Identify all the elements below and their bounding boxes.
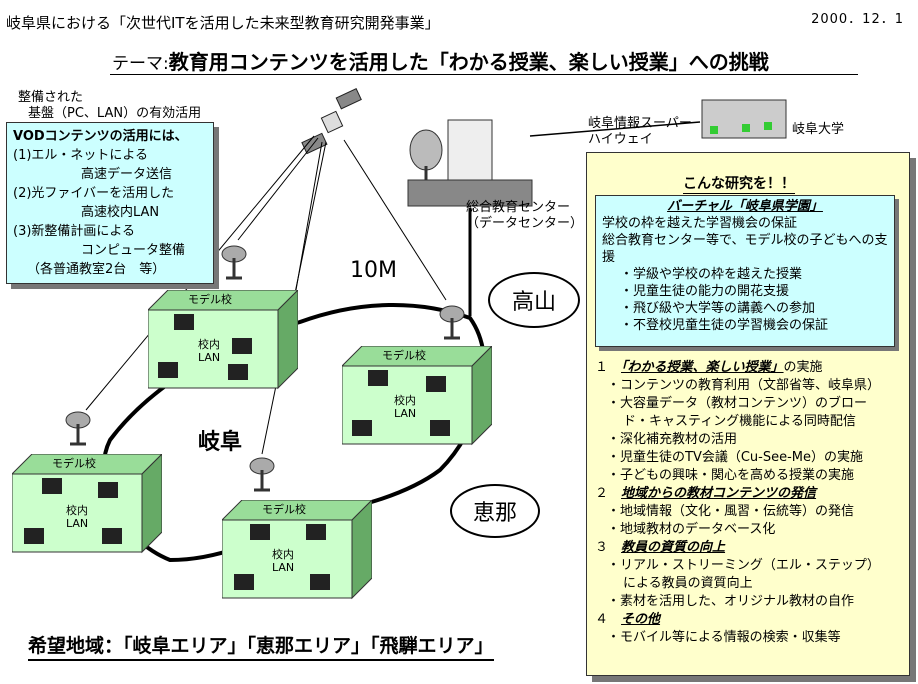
- center-label: 総合教育センター （データセンター）: [466, 200, 583, 232]
- section-item: ・素材を活用した、オリジナル教材の自作: [607, 594, 855, 609]
- section-item: ・コンテンツの教育利用（文部省等、岐阜県）: [607, 378, 881, 393]
- section-title-text: その他: [621, 612, 661, 627]
- superhighway-label-line: ハイウェイ: [588, 132, 653, 147]
- vod-line: (2)光ファイバーを活用した: [13, 186, 175, 201]
- virtual-title: バーチャル「岐阜県学園」: [667, 199, 823, 214]
- vod-line: 高速データ送信: [81, 167, 173, 182]
- theme-underline: [110, 74, 858, 75]
- section-num: ４: [595, 612, 609, 627]
- vod-box: VODコンテンツの活用には、 (1)エル・ネットによる 高速データ送信 (2)光…: [6, 122, 214, 284]
- infra-note-line: 整備された: [18, 90, 84, 105]
- section-item: ・児童生徒のTV会議（Cu-See-Me）の実施: [607, 450, 863, 465]
- region-takayama: 高山: [488, 272, 580, 328]
- header-title: 岐阜県における「次世代ITを活用した未来型教育研究開発事業」: [6, 14, 440, 32]
- theme-lead: テーマ:: [112, 54, 169, 74]
- school-label: モデル校: [382, 349, 426, 362]
- university-icon: [701, 99, 787, 139]
- virtual-school-box: バーチャル「岐阜県学園」 学校の枠を越えた学習機会の保証 総合教育センター等で、…: [595, 195, 895, 347]
- section-title-suffix: の実施: [783, 360, 823, 375]
- virtual-bullet: ・児童生徒の能力の開花支援: [620, 284, 790, 299]
- section-title-text: 教員の資質の向上: [621, 540, 726, 555]
- section-item: ・地域情報（文化・風習・伝統等）の発信: [607, 504, 855, 519]
- theme-title: テーマ:教育用コンテンツを活用した「わかる授業、楽しい授業」への挑戦: [112, 46, 769, 75]
- section-num: ２: [595, 486, 609, 501]
- section-title-text: 地域からの教材コンテンツの発信: [621, 486, 817, 501]
- lan-label-line: 校内: [272, 548, 294, 561]
- center-label-line: 総合教育センター: [466, 200, 571, 215]
- vod-line: 高速校内LAN: [81, 205, 160, 220]
- infra-note: 整備された 基盤（PC、LAN）の有効活用: [18, 90, 201, 122]
- section-title: ２ 地域からの教材コンテンツの発信: [595, 485, 905, 503]
- section-item: ・地域教材のデータベース化: [607, 522, 776, 537]
- lan-label-line: LAN: [272, 561, 295, 574]
- hope-areas: 希望地域：「岐阜エリア」「恵那エリア」「飛騨エリア」: [28, 631, 494, 661]
- dish-icon: [439, 305, 465, 340]
- section-item: ド・キャスティング機能による同時配信: [623, 414, 856, 429]
- vod-line: VODコンテンツの活用には、: [13, 129, 188, 144]
- school-label: モデル校: [262, 503, 306, 516]
- vod-line: (3)新整備計画による: [13, 224, 136, 239]
- research-heading: こんな研究を！！: [683, 173, 795, 194]
- lan-label-line: 校内: [66, 504, 88, 517]
- region-gifu: 岐阜: [198, 430, 243, 455]
- school-label: モデル校: [188, 293, 232, 306]
- lan-label-line: LAN: [198, 351, 221, 364]
- virtual-line: 学校の枠を越えた学習機会の保証: [602, 216, 798, 231]
- theme-text: 教育用コンテンツを活用した「わかる授業、楽しい授業」への挑戦: [168, 50, 769, 74]
- satellite-icon: [301, 87, 362, 155]
- lan-label-line: 校内: [394, 394, 416, 407]
- section-item: ・子どもの興味・関心を高める授業の実施: [607, 468, 855, 483]
- dish-icon: [65, 411, 91, 446]
- bandwidth-label: 10M: [350, 258, 397, 283]
- research-box: こんな研究を！！ バーチャル「岐阜県学園」 学校の枠を越えた学習機会の保証 総合…: [586, 152, 910, 676]
- section-num: ３: [595, 540, 609, 555]
- infra-note-line: 基盤（PC、LAN）の有効活用: [28, 106, 202, 121]
- section-item: ・深化補充教材の活用: [607, 432, 738, 447]
- school-label: モデル校: [52, 457, 96, 470]
- data-center-icon: [407, 119, 533, 207]
- lan-label-line: 校内: [198, 338, 220, 351]
- region-ena: 恵那: [450, 484, 540, 538]
- vod-line: コンピュータ整備: [81, 243, 186, 258]
- dish-icon: [249, 457, 275, 492]
- virtual-bullet: ・不登校児童生徒の学習機会の保証: [620, 318, 829, 333]
- broadcast-arrow: [237, 137, 319, 241]
- university-label: 岐阜大学: [792, 122, 845, 137]
- superhighway-label-line: 岐阜情報スーパー: [588, 116, 692, 131]
- superhighway-label: 岐阜情報スーパー ハイウェイ: [588, 116, 692, 148]
- section-title: １ 「わかる授業、楽しい授業」の実施: [595, 359, 905, 377]
- lan-label-line: LAN: [66, 517, 89, 530]
- lan-label-line: LAN: [394, 407, 417, 420]
- superhighway-link: [529, 121, 701, 137]
- header-date: 2000．12．1: [811, 12, 904, 27]
- broadcast-arrow: [343, 139, 447, 301]
- section-title-text: 「わかる授業、楽しい授業」: [621, 360, 784, 375]
- vod-line: (1)エル・ネットによる: [13, 148, 149, 163]
- section-title: ４ その他: [595, 611, 905, 629]
- vod-line: （各普通教室2台 等）: [27, 262, 166, 277]
- virtual-line: 総合教育センター等で、モデル校の子どもへの支援: [602, 233, 888, 265]
- dish-icon: [221, 245, 247, 280]
- research-sections: １ 「わかる授業、楽しい授業」の実施 ・コンテンツの教育利用（文部省等、岐阜県）…: [595, 359, 905, 647]
- section-item: ・リアル・ストリーミング（エル・ステップ）: [607, 558, 880, 573]
- section-num: １: [595, 360, 609, 375]
- section-title: ３ 教員の資質の向上: [595, 539, 905, 557]
- virtual-bullet: ・飛び級や大学等の講義への参加: [620, 301, 816, 316]
- section-item: ・モバイル等による情報の検索・収集等: [607, 630, 841, 645]
- virtual-bullet: ・学級や学校の枠を越えた授業: [620, 267, 803, 282]
- section-item: ・大容量データ（教材コンテンツ）のブロー: [607, 396, 868, 411]
- section-item: による教員の資質向上: [623, 576, 753, 591]
- center-label-line: （データセンター）: [466, 216, 584, 231]
